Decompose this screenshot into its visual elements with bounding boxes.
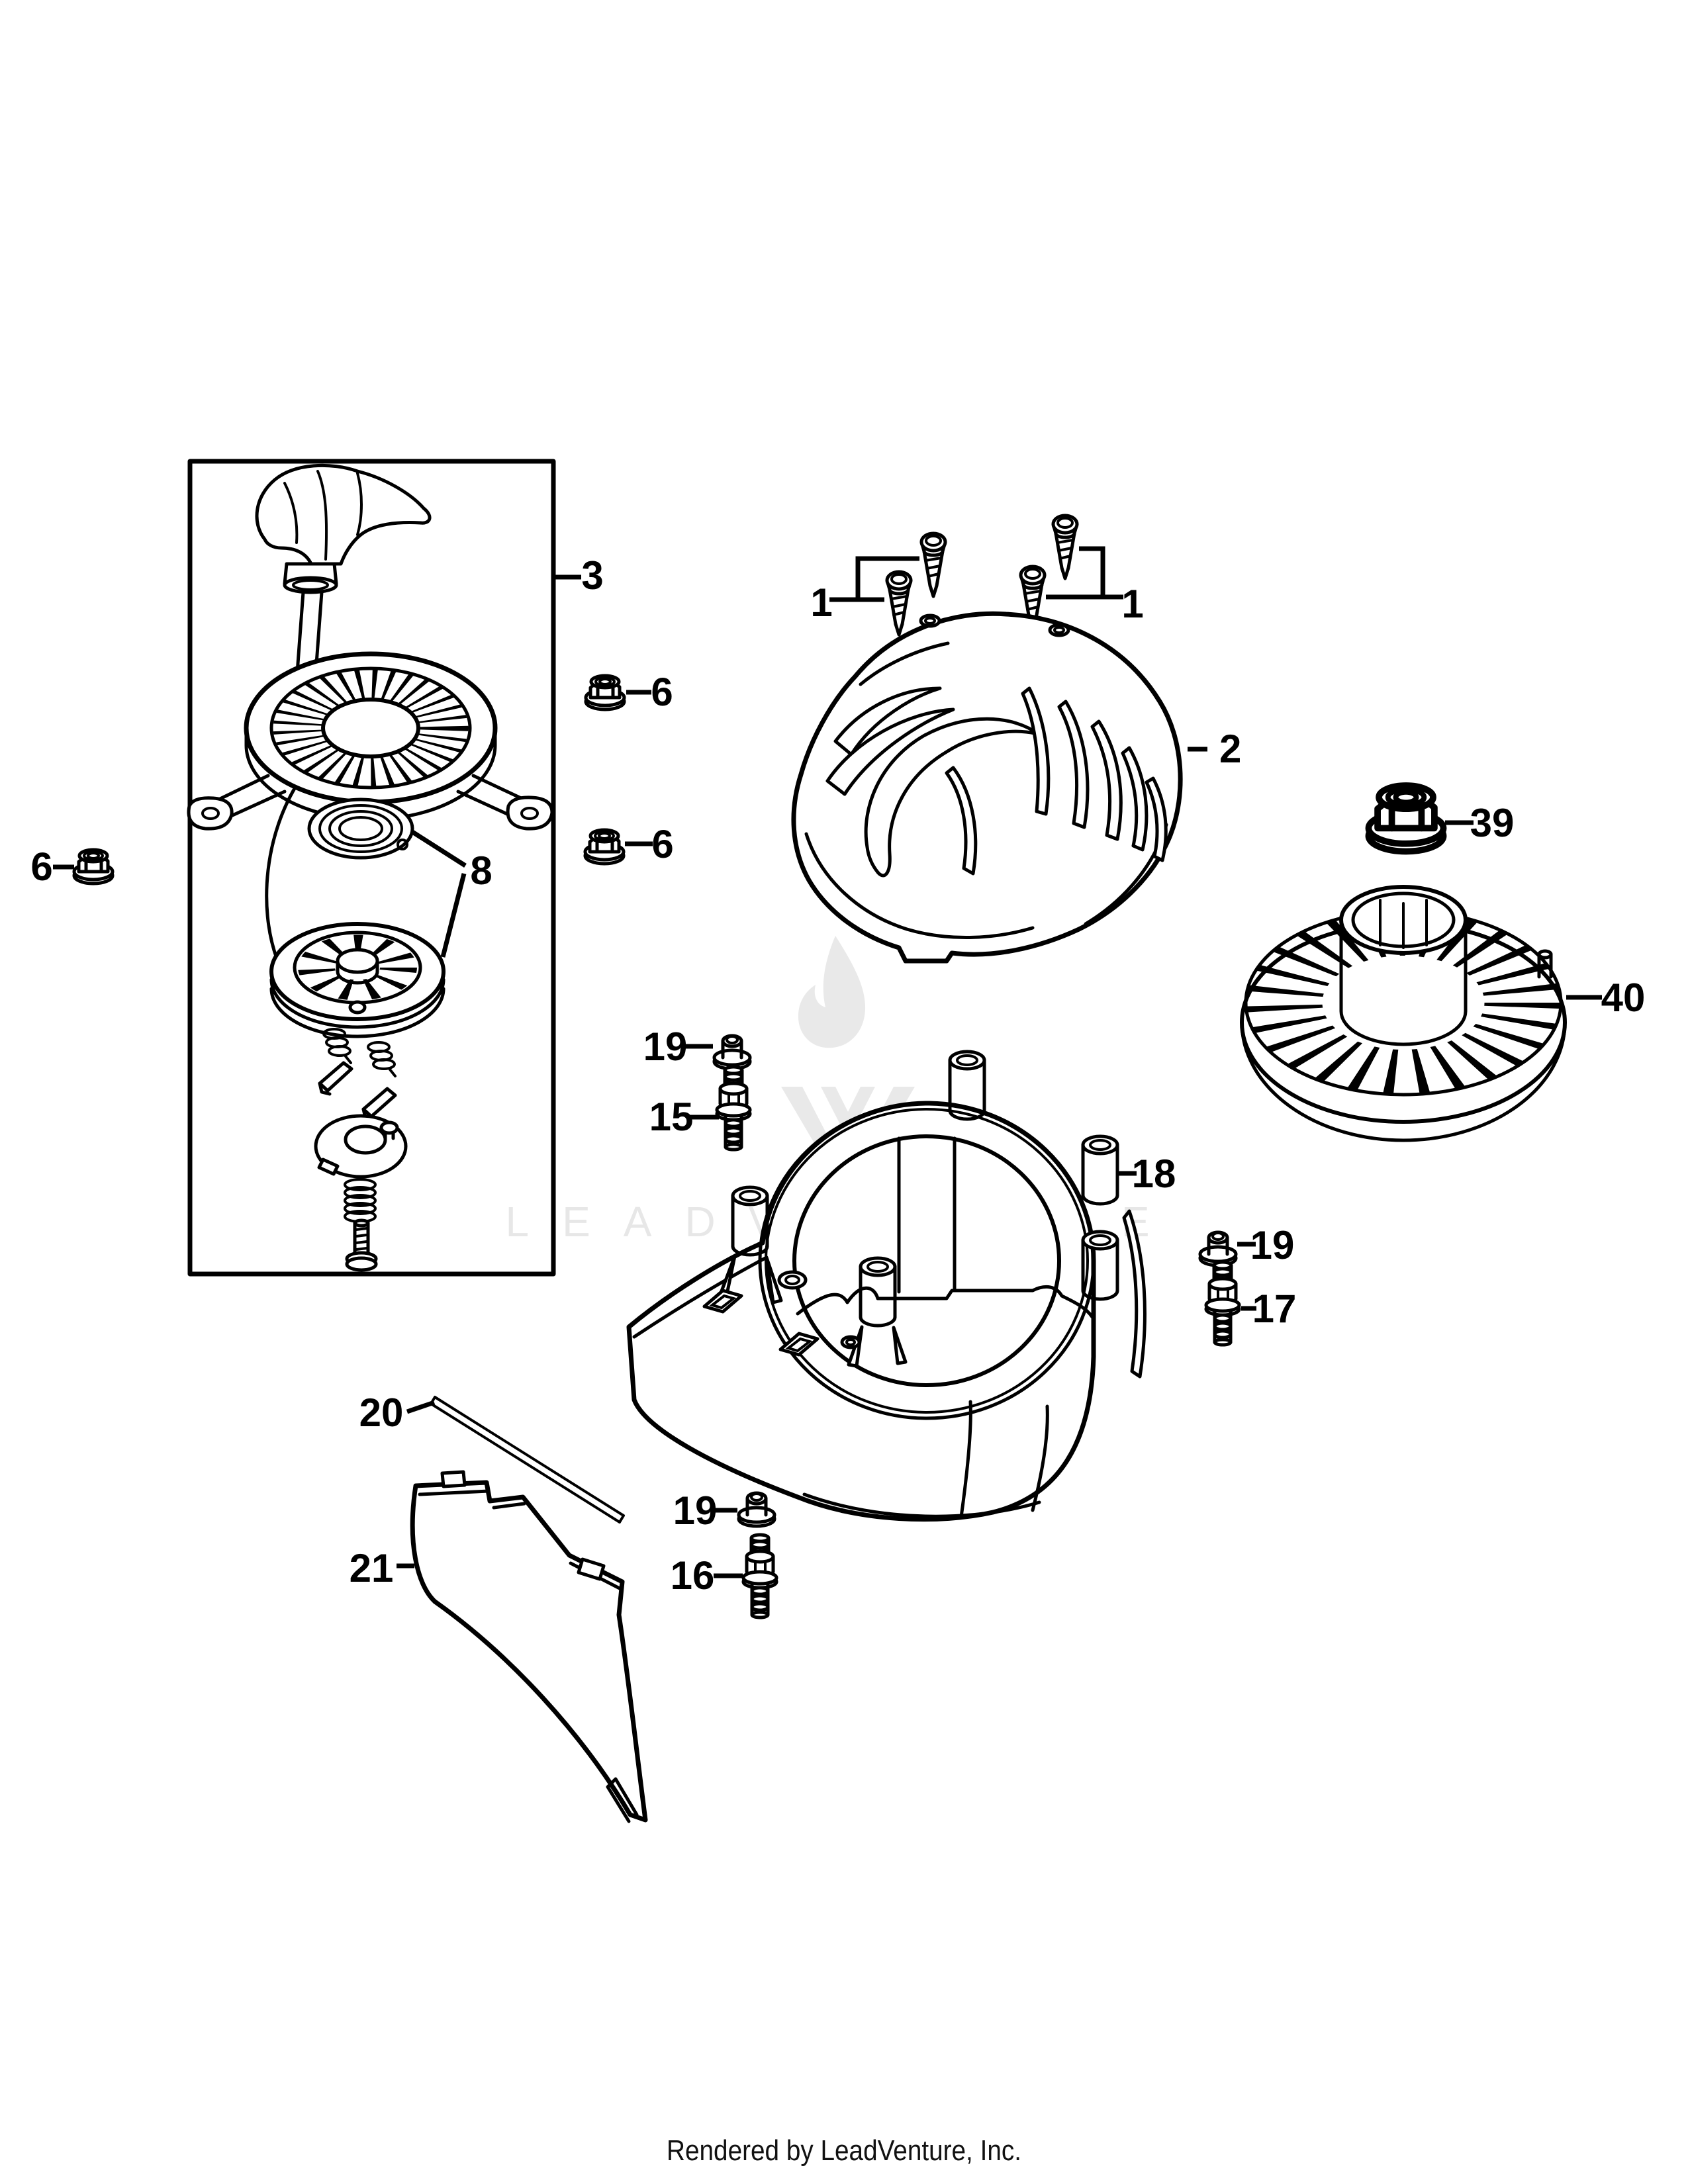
callout-39: 39 <box>1470 801 1515 845</box>
center-bolt <box>345 1218 378 1272</box>
flywheel-nut <box>1368 786 1443 851</box>
leader-8 <box>411 830 467 958</box>
callout-labels: 1 1 2 3 6 6 6 8 15 16 17 18 19 19 19 20 … <box>30 553 1645 1598</box>
screw-1b <box>887 572 911 635</box>
pulley-spokes <box>298 934 417 1001</box>
flange-nut-19-upper <box>714 1036 750 1069</box>
footer-credit: Rendered by LeadVenture, Inc. <box>667 2134 1021 2167</box>
callout-19-lower: 19 <box>673 1488 718 1533</box>
recoil-spiral-spring <box>307 797 414 860</box>
stud-17 <box>1206 1262 1239 1345</box>
callout-1-left: 1 <box>810 580 832 625</box>
flywheel-skirt <box>1240 1021 1567 1142</box>
flange-nut-19-right <box>1200 1232 1236 1265</box>
callout-1-right: 1 <box>1121 582 1143 626</box>
callout-20: 20 <box>359 1390 404 1435</box>
starter-pawls <box>318 1061 397 1121</box>
heat-shield <box>410 1470 648 1823</box>
starter-handle <box>255 463 432 684</box>
recoil-starter-assembly <box>187 459 556 1277</box>
callout-6-upper-right: 6 <box>651 670 673 714</box>
detail-box-outline <box>187 459 556 1277</box>
pawl-springs <box>322 1028 397 1077</box>
leader-20 <box>406 1400 436 1414</box>
callout-16: 16 <box>671 1553 715 1598</box>
callout-2: 2 <box>1219 727 1241 771</box>
screw-1a <box>921 533 945 596</box>
cover-screws <box>829 516 1123 635</box>
flange-nut-6-lower-right <box>585 830 624 864</box>
stud-16 <box>743 1535 776 1617</box>
stud-15 <box>717 1067 750 1150</box>
callout-18: 18 <box>1132 1152 1176 1196</box>
center-spring <box>344 1178 377 1223</box>
leader-lines <box>53 574 1602 1578</box>
v-logo-inner-icon <box>821 1087 875 1140</box>
callout-21: 21 <box>350 1546 394 1590</box>
callout-8: 8 <box>470 848 492 893</box>
screw-1c <box>1053 516 1077 578</box>
flame-icon <box>798 936 866 1048</box>
blower-housing <box>626 1052 1147 1522</box>
callout-17: 17 <box>1252 1287 1297 1331</box>
callout-15: 15 <box>649 1095 694 1139</box>
bracket-left <box>829 556 919 602</box>
vent-slats <box>273 670 469 786</box>
flywheel-assembly <box>1240 786 1567 1142</box>
callout-3: 3 <box>581 553 603 598</box>
pawl-retainer-cam <box>314 1114 408 1179</box>
flange-nut-6-left <box>74 850 113 884</box>
blower-housing-cover <box>791 611 1183 964</box>
flange-nut-19-lower <box>739 1493 774 1526</box>
callout-19-upper: 19 <box>643 1024 688 1069</box>
bracket-right <box>1046 546 1123 600</box>
control-rod <box>430 1396 625 1524</box>
callout-6-lower-right: 6 <box>651 822 673 866</box>
housing-post-right <box>1083 1136 1117 1204</box>
callout-6-left: 6 <box>30 844 52 889</box>
flange-nut-6-upper-right <box>586 676 624 709</box>
callout-19-right: 19 <box>1250 1223 1295 1267</box>
flywheel-hub <box>1339 885 1553 1046</box>
callout-40: 40 <box>1601 976 1646 1020</box>
starter-pulley <box>269 922 445 1038</box>
